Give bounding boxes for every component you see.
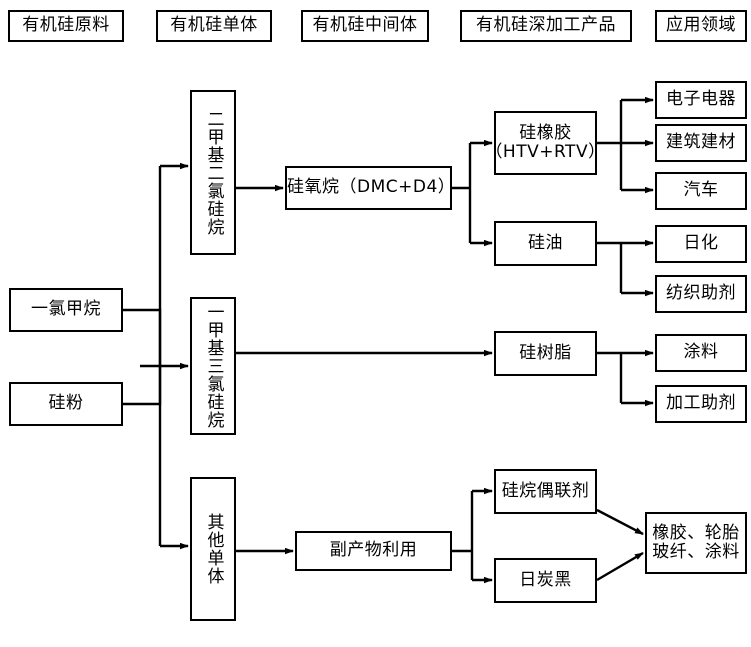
node-label: 日炭黑 (519, 569, 572, 590)
node-intermediate-byproduct-utilization[interactable]: 副产物利用 (295, 531, 452, 571)
node-label: 硅粉 (48, 393, 84, 414)
header-label: 应用领域 (666, 15, 736, 36)
node-monomer-methyltrichlorosilane[interactable]: 一甲基三氯硅烷 (190, 297, 236, 435)
node-product-silicone-oil[interactable]: 硅油 (494, 221, 597, 266)
node-application-coatings[interactable]: 涂料 (655, 334, 747, 372)
node-application-electronics[interactable]: 电子电器 (655, 81, 747, 119)
node-application-processing-aids[interactable]: 加工助剂 (655, 385, 747, 423)
node-application-construction[interactable]: 建筑建材 (655, 124, 747, 162)
header-label: 有机硅深加工产品 (476, 15, 616, 36)
node-application-daily-chemicals[interactable]: 日化 (655, 225, 747, 263)
header-intermediates: 有机硅中间体 (301, 10, 429, 42)
header-applications: 应用领域 (655, 10, 747, 42)
node-label: 一氯甲烷 (31, 299, 101, 320)
node-label: 纺织助剂 (666, 283, 736, 304)
header-label: 有机硅中间体 (312, 15, 418, 36)
node-product-silicone-resin[interactable]: 硅树脂 (494, 331, 597, 376)
node-product-white-carbon-black[interactable]: 日炭黑 (494, 558, 597, 603)
node-monomer-other[interactable]: 其他单体 (190, 477, 236, 621)
node-application-automotive[interactable]: 汽车 (655, 172, 747, 210)
node-label: 硅烷偶联剂 (501, 480, 590, 501)
node-application-rubber-tire-fiberglass-coatings[interactable]: 橡胶、轮胎 玻纤、涂料 (645, 512, 747, 574)
header-label: 有机硅单体 (170, 15, 258, 36)
node-label: 汽车 (683, 180, 719, 201)
node-label: 日化 (683, 233, 719, 254)
node-label: 硅橡胶 （HTV+RTV） (485, 122, 606, 162)
node-label: 硅树脂 (519, 342, 572, 363)
node-product-silane-coupling-agent[interactable]: 硅烷偶联剂 (494, 469, 597, 514)
node-label: 橡胶、轮胎 玻纤、涂料 (652, 522, 740, 562)
node-label: 一甲基三氯硅烷 (203, 303, 224, 429)
node-label: 加工助剂 (666, 393, 736, 414)
node-label: 其他单体 (203, 513, 224, 585)
node-intermediate-siloxane[interactable]: 硅氧烷（DMC+D4） (285, 166, 456, 210)
node-label: 电子电器 (666, 89, 736, 110)
header-deep-processing-products: 有机硅深加工产品 (460, 10, 632, 42)
node-label: 涂料 (683, 342, 719, 363)
node-label: 副产物利用 (329, 540, 418, 561)
node-label: 硅氧烷（DMC+D4） (287, 177, 456, 198)
header-label: 有机硅原料 (22, 15, 110, 36)
node-monomer-dimethyldichlorosilane[interactable]: 二甲基二氯硅烷 (190, 90, 236, 255)
node-product-silicone-rubber[interactable]: 硅橡胶 （HTV+RTV） (485, 111, 605, 175)
node-application-textile-auxiliaries[interactable]: 纺织助剂 (655, 275, 747, 313)
node-raw-material-chloromethane[interactable]: 一氯甲烷 (9, 288, 123, 332)
node-raw-material-silicon-powder[interactable]: 硅粉 (9, 382, 123, 426)
header-monomers: 有机硅单体 (156, 10, 272, 42)
node-label: 硅油 (528, 232, 563, 253)
header-raw-materials: 有机硅原料 (8, 10, 124, 42)
node-label: 二甲基二氯硅烷 (203, 109, 224, 236)
node-label: 建筑建材 (666, 132, 736, 153)
